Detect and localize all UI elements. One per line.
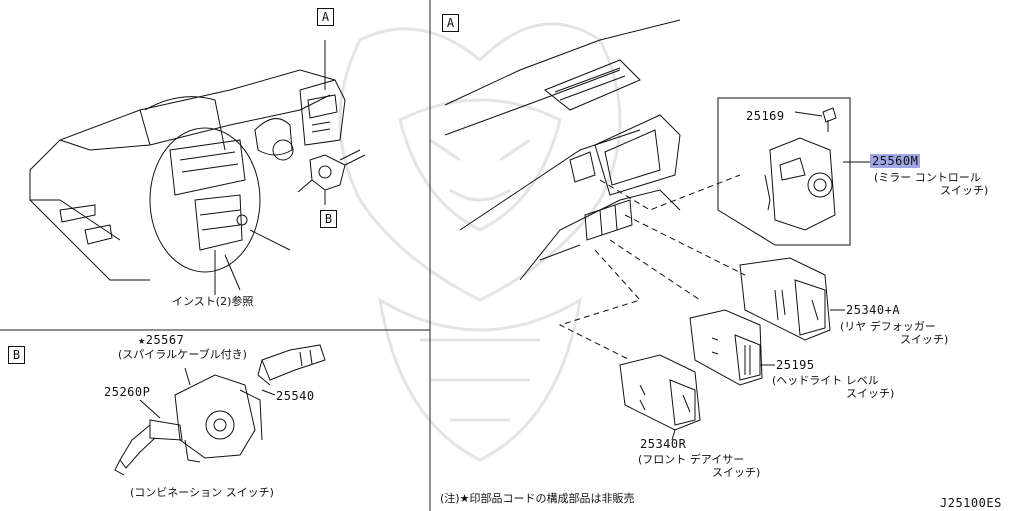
- section-label-a-top-left: A: [317, 8, 334, 26]
- part-25169-label: 25169: [746, 109, 785, 123]
- combination-switch-caption: (コンビネーション スイッチ): [130, 486, 274, 499]
- part-25195-label: 25195: [776, 358, 815, 372]
- part-25195-desc-line2: スイッチ): [846, 387, 895, 400]
- section-label-b-bottom: B: [8, 346, 25, 364]
- instrument-reference-label: インスト(2)参照: [172, 295, 254, 308]
- headlight-level-switch-illustration: [689, 309, 775, 386]
- rear-defogger-switch-illustration: [739, 257, 845, 341]
- part-25340R-label: 25340R: [640, 437, 687, 451]
- part-25340A-label: 25340+A: [846, 303, 901, 317]
- part-25340R-desc-line1: (フロント デアイサー: [638, 453, 745, 466]
- mirror-switch-inset: [717, 97, 870, 246]
- console-illustration: [444, 19, 681, 281]
- front-deicer-switch-illustration: [619, 354, 701, 441]
- diagram-code: J25100ES: [940, 496, 1002, 510]
- part-25340A-desc-line1: (リヤ デフォッガー: [840, 320, 936, 333]
- part-25560M-desc-line2: スイッチ): [940, 184, 989, 197]
- part-25567-label: ★25567: [138, 333, 185, 347]
- part-25260P-label: 25260P: [104, 385, 151, 399]
- part-25340A-desc-line2: スイッチ): [900, 333, 949, 346]
- part-25195-desc-line1: (ヘッドライト レベル: [772, 374, 879, 387]
- part-25340R-desc-line2: スイッチ): [712, 466, 761, 479]
- part-25560M-highlight: 25560M: [870, 154, 921, 168]
- dashboard-illustration: [29, 40, 346, 295]
- section-label-b-top-left: B: [320, 210, 337, 228]
- leader-lines: [558, 174, 746, 361]
- section-label-a-right: A: [442, 14, 459, 32]
- watermark-emblem: [338, 22, 622, 462]
- part-25560M-label: 25560M: [870, 154, 921, 168]
- combination-switch-small-illustration: [297, 149, 366, 205]
- combination-switch-illustration: [114, 344, 326, 476]
- non-sale-note: (注)★印部品コードの構成部品は非販売: [440, 492, 635, 505]
- part-25560M-desc-line1: (ミラー コントロール: [874, 171, 981, 184]
- part-25540-label: 25540: [276, 389, 315, 403]
- part-25567-note: (スパイラルケーブル付き): [118, 348, 247, 361]
